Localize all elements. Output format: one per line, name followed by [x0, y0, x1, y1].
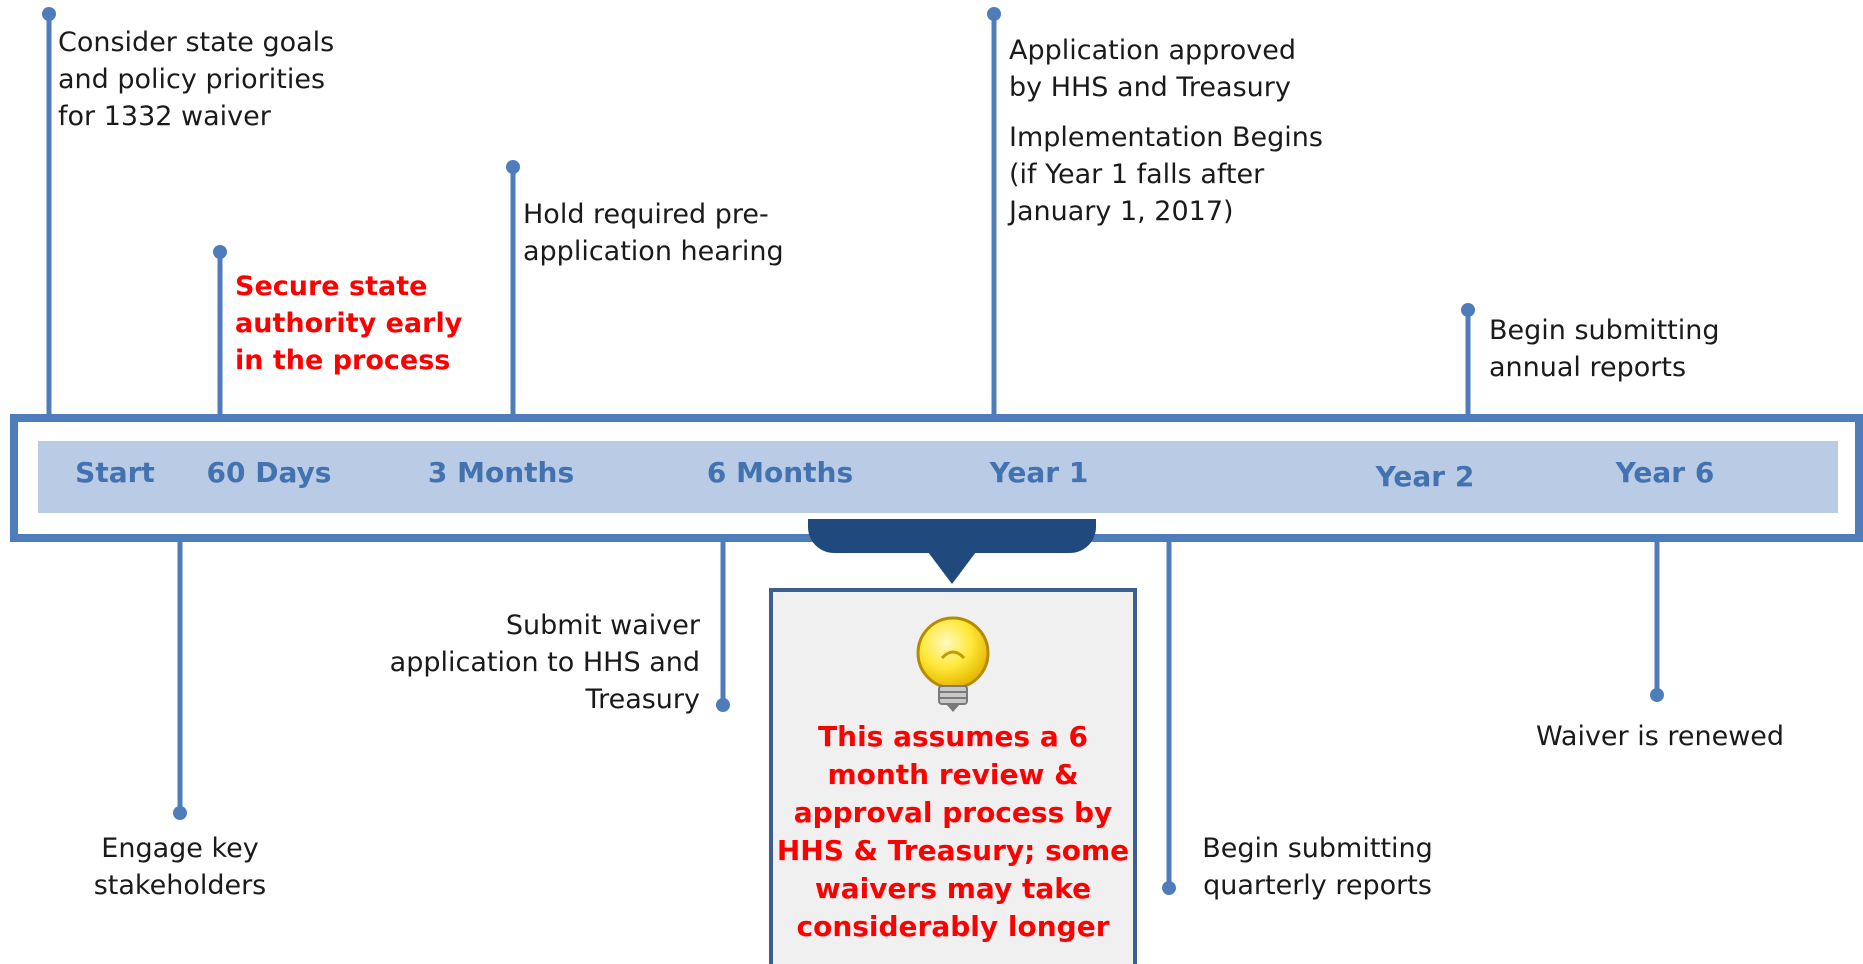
- milestone-start-label: Consider state goals and policy prioriti…: [58, 27, 335, 132]
- milestone-renewed-label: Waiver is renewed: [1535, 721, 1785, 752]
- callout-bracket: [808, 519, 1096, 553]
- lightbulb-icon: [916, 616, 990, 712]
- tick-3-months: 3 Months: [427, 456, 575, 489]
- tick-year-2: Year 2: [1375, 460, 1475, 493]
- dot-submit: [716, 698, 730, 712]
- timeline-band: [38, 441, 1838, 513]
- dot-3-months: [506, 160, 520, 174]
- tick-year-1: Year 1: [989, 456, 1089, 489]
- dot-year-1: [987, 7, 1001, 21]
- dot-quarterly: [1162, 881, 1176, 895]
- milestone-submit-label: Submit waiver application to HHS and Tre…: [389, 610, 700, 715]
- tick-year-6: Year 6: [1615, 456, 1715, 489]
- milestone-quarterly-label: Begin submitting quarterly reports: [1202, 833, 1433, 901]
- milestone-year-1-implementation-label: Implementation Begins (if Year 1 falls a…: [1009, 122, 1323, 227]
- tick-6-months: 6 Months: [706, 456, 854, 489]
- tick-start: Start: [75, 456, 155, 489]
- tick-60-days: 60 Days: [206, 456, 332, 489]
- callout-note: This assumes a 6 month review & approval…: [776, 720, 1130, 943]
- dot-year-6: [1650, 688, 1664, 702]
- milestone-60-days-label: Secure state authority early in the proc…: [235, 271, 463, 376]
- callout-box: This assumes a 6 month review & approval…: [769, 588, 1137, 964]
- milestone-year-1-approved-label: Application approved by HHS and Treasury: [1009, 35, 1297, 103]
- dot-engage: [173, 806, 187, 820]
- milestone-3-months-label: Hold required pre- application hearing: [523, 199, 784, 267]
- dot-year-2: [1461, 303, 1475, 317]
- dot-start: [42, 7, 56, 21]
- callout-pointer: [928, 552, 976, 584]
- milestone-year-2-label: Begin submitting annual reports: [1489, 315, 1720, 383]
- milestone-engage-label: Engage key stakeholders: [93, 833, 267, 901]
- dot-60-days: [213, 245, 227, 259]
